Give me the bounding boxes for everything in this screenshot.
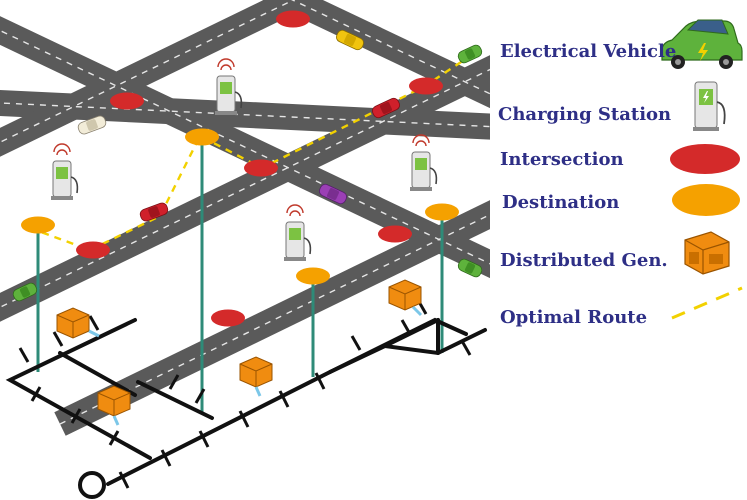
grid-line	[383, 318, 440, 348]
car-icon	[139, 202, 169, 222]
charging-station-icon	[410, 134, 438, 191]
car-icon	[372, 97, 400, 119]
intersection-node	[244, 159, 278, 177]
legend-label-distributed-gen: Distributed Gen.	[500, 250, 668, 271]
grid-substation-node	[78, 471, 106, 499]
optimal-route-path	[29, 55, 471, 252]
grid-line	[5, 318, 152, 460]
charging-station-icon	[284, 204, 312, 261]
grid-line	[136, 380, 214, 420]
grid-line	[106, 370, 332, 486]
generator-icon	[239, 356, 273, 397]
generator-icon	[56, 307, 100, 339]
electric-car-icon	[12, 282, 38, 302]
charging-station-icon	[51, 143, 79, 200]
destination-node	[185, 128, 219, 146]
vehicles	[12, 29, 483, 302]
car-icon	[336, 29, 364, 51]
grid-line	[58, 351, 137, 397]
intersection-node	[110, 92, 144, 110]
destination-node	[21, 216, 55, 234]
optimal-route-legend-symbol	[671, 286, 743, 320]
intersections	[76, 10, 443, 327]
road-segment	[262, 0, 490, 109]
generator-icon	[684, 231, 730, 275]
intersection-node	[378, 225, 412, 243]
legend-symbols	[661, 19, 743, 320]
charging-station-icon	[693, 81, 726, 131]
destination-node	[425, 203, 459, 221]
road-lane-markings	[0, 0, 520, 424]
legend-label-destination: Destination	[502, 192, 620, 213]
legend-label-charging-station: Charging Station	[498, 104, 672, 125]
generator-icon	[388, 279, 423, 317]
intersection-node	[76, 241, 110, 259]
intersection-legend-symbol	[670, 144, 740, 174]
grid-tick-marks	[18, 299, 472, 489]
electric-car-icon	[457, 258, 483, 278]
grid-connectors	[36, 137, 444, 412]
legend-label-optimal-route: Optimal Route	[500, 307, 648, 328]
intersection-node	[276, 10, 310, 28]
generator-icon	[97, 385, 131, 426]
distributed-generators	[56, 279, 423, 426]
electric-car-icon	[457, 44, 483, 64]
destination-node	[296, 267, 330, 285]
destination-legend-symbol	[672, 184, 740, 216]
car-icon	[77, 115, 107, 135]
road-network	[0, 0, 520, 436]
destinations	[21, 128, 459, 285]
legend-label-intersection: Intersection	[500, 149, 624, 170]
legend-label-electrical-vehicle: Electrical Vehicle	[500, 41, 677, 62]
charging-stations	[51, 58, 438, 261]
electric-car-icon	[661, 19, 743, 69]
car-icon	[319, 183, 347, 205]
charging-station-icon	[215, 58, 243, 115]
intersection-node	[409, 77, 443, 95]
intersection-node	[211, 309, 245, 327]
